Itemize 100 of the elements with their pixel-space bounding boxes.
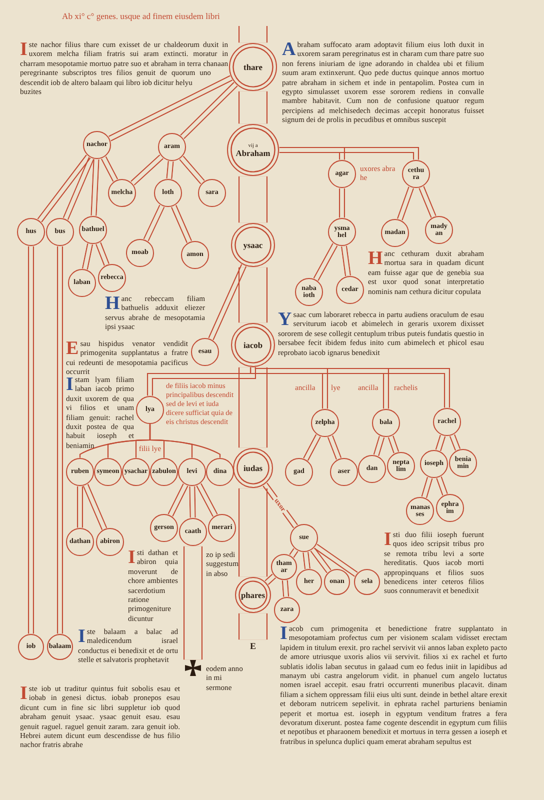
person-circle [198,179,226,207]
lineage-line [302,552,311,570]
lineage-line [196,483,218,517]
person-name: Abraham [236,148,270,158]
person-circle [295,278,323,306]
person-circle [96,528,124,556]
lineage-line [82,484,108,530]
person-circle [150,458,178,486]
person-circle [290,524,318,552]
person-circle [154,179,182,207]
person-circle [94,458,122,486]
person-circle [83,131,111,159]
person-circle [150,514,178,542]
lineage-line [388,436,400,454]
ancestor-circle [229,43,277,91]
person-circle [136,396,164,424]
lineage-trunk-line [238,488,268,577]
person-circle [387,452,415,480]
person-circle [354,569,380,595]
person-circle [372,409,400,437]
person-circle [433,408,461,436]
person-circle [108,179,136,207]
lineage-line [180,82,238,140]
person-circle [18,634,44,660]
lineage-line [313,243,338,281]
lineage-trunk-line [238,26,268,43]
lineage-line [435,434,446,452]
lineage-line [418,186,436,218]
lineage-line [108,75,233,142]
person-circle [98,264,126,292]
person-circle [46,218,74,246]
person-name: iudas [243,464,263,472]
person-name: thare [244,62,262,72]
person-circle [79,216,107,244]
person-circle [126,239,154,267]
person-circle [324,569,350,595]
person-name: iacob [243,340,263,350]
lineage-line [421,476,433,498]
person-circle [17,218,45,246]
lineage-line [166,160,174,180]
person-circle [285,458,313,486]
lineage-line [143,204,165,242]
person-circle [122,458,150,486]
ancestor-circle [235,577,271,613]
person-circle [158,133,186,161]
person-circle [358,455,386,483]
lineage-line [264,574,276,585]
ancestor-circle [231,323,275,367]
lineage-line [76,486,84,528]
person-circle [178,458,206,486]
person-circle [381,219,409,247]
lineage-line [168,483,188,517]
lineage-line [436,476,448,496]
person-circle [208,514,236,542]
lineage-line [100,156,118,182]
person-circle [449,449,477,477]
lineage-line [314,544,358,577]
person-circle [179,518,207,546]
lineage-trunk-line [238,176,268,223]
person-circle [68,269,96,297]
ancestor-circle [227,124,279,176]
person-name: ysaac [243,240,263,250]
ancestor-circle [231,223,275,267]
person-circle [328,160,356,188]
lineage-line [289,548,298,558]
lineage-line [338,188,346,218]
lineage-line [310,548,332,574]
person-circle [66,458,94,486]
lineage-line [56,246,64,634]
lineage-line [62,157,94,220]
person-circle [420,450,448,478]
person-circle [328,218,356,246]
person-circle [311,409,339,437]
person-circle [47,634,73,660]
person-circle [274,597,300,623]
lineage-line [37,154,91,222]
person-circle [336,276,364,304]
lineage-line [262,482,298,528]
section-letter: E [247,640,259,652]
person-circle [66,528,94,556]
person-circle [436,494,464,522]
lineage-line [303,434,321,461]
ancestor-circle [233,448,273,488]
lineage-line [95,242,110,266]
person-circle [191,338,219,366]
running-title: Ab xi° c° genes. usque ad finem eiusdem libri [62,11,220,22]
lineage-trunk-line [238,91,268,124]
lineage-line [189,486,196,518]
lineage-line [282,580,290,597]
lineage-line [179,156,205,184]
lineage-line [340,246,352,276]
person-circle [402,160,430,188]
person-circle [271,554,297,580]
lineage-line [449,434,461,451]
lineage-line [28,246,34,634]
person-circle [330,458,358,486]
lineage-line [130,154,164,186]
person-circle [181,241,209,269]
person-name: phares [240,590,266,600]
person-circle [206,458,234,486]
